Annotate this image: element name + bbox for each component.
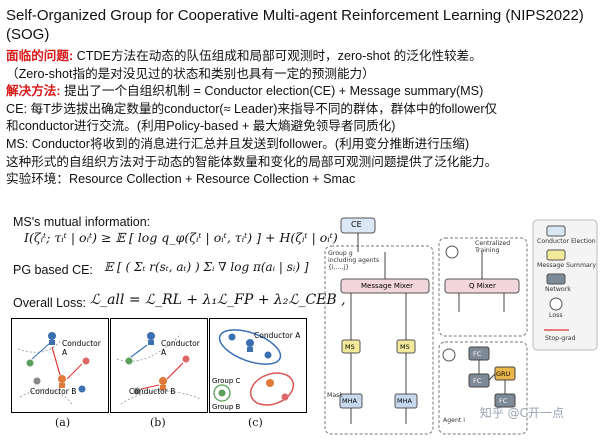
panel-b-caption: (b) xyxy=(150,416,166,429)
architecture-lines xyxy=(324,217,598,435)
ce-line: CE: 每T步选拔出确定数量的conductor(≈ Leader)来指导不同的… xyxy=(6,101,498,116)
ms-box-1: MS xyxy=(345,343,355,351)
ms-box-2: MS xyxy=(400,343,410,351)
ce-line-2: 和conductor进行交流。(利用Policy-based + 最大熵避免领导… xyxy=(6,119,396,134)
mi-label: MS's mutual information: xyxy=(13,215,151,229)
legend-stopgrad: Stop-grad xyxy=(545,335,576,342)
watermark: 知乎 @C开一点 xyxy=(479,406,564,420)
loss-label: Overall Loss: xyxy=(13,296,86,310)
fc-box-2: FC xyxy=(473,377,482,385)
mha-box-1: MHA xyxy=(342,397,357,405)
legend-ce: Conductor Election xyxy=(537,238,596,245)
mask-label: Mask xyxy=(327,392,343,399)
agent-label: Agent i xyxy=(443,417,466,424)
panel-c-illustration xyxy=(213,329,295,406)
pg-label: PG based CE: xyxy=(13,263,93,277)
summary-line: 这种形式的自组织方法对于动态的智能体数量和变化的局部可观测问题提供了泛化能力。 xyxy=(6,154,498,169)
solution-line: 解决方法: 提出了一个自组织机制 = Conductor election(CE… xyxy=(6,83,598,101)
fc-box-3: FC xyxy=(499,397,508,405)
panel-a-caption: (a) xyxy=(55,416,71,429)
panel-c-group-c: Group C xyxy=(212,377,241,385)
mha-box-2: MHA xyxy=(397,397,412,405)
message-mixer-box: Message Mixer xyxy=(361,282,414,290)
panel-c-group-b: Group B xyxy=(212,403,241,411)
pg-formula: 𝔼 [ ( Σₜ r(sₜ, aₜ) ) Σᵢ ∇ log π(aᵢ | sᵢ)… xyxy=(104,260,309,274)
group-label: Group g including agents {i,...,j} xyxy=(328,250,380,271)
legend-ms: Message Summary xyxy=(537,262,596,269)
panel-c-conductor-a: Conductor A xyxy=(254,331,301,340)
fc-box-1: FC xyxy=(473,350,482,358)
q-mixer-box: Q Mixer xyxy=(469,282,496,290)
legend-loss: Loss xyxy=(549,312,563,319)
env-line: 实验环境：Resource Collection + Resource Coll… xyxy=(6,172,356,187)
notes-block: 面临的问题: CTDE方法在动态的队伍组成和局部可观测时，zero-shot 的… xyxy=(6,48,598,189)
zero-shot-note: （Zero-shot指的是对没见过的状态和类别也具有一定的预测能力） xyxy=(6,66,375,81)
panel-a-conductor-a: Conductor A xyxy=(62,339,101,357)
solution-label: 解决方法: xyxy=(6,84,61,99)
problem-text: CTDE方法在动态的队伍组成和局部可观测时，zero-shot 的泛化性较差。 xyxy=(73,49,482,63)
gru-box: GRU xyxy=(496,370,511,378)
page-title: Self-Organized Group for Cooperative Mul… xyxy=(6,7,584,43)
problem-line: 面临的问题: CTDE方法在动态的队伍组成和局部可观测时，zero-shot 的… xyxy=(6,48,598,66)
panel-c: Conductor A Group C Group B xyxy=(209,318,307,413)
solution-text: 提出了一个自组织机制 = Conductor election(CE) + Me… xyxy=(60,84,484,99)
architecture-diagram: CE Group g including agents {i,...,j} Me… xyxy=(319,212,600,437)
panel-b: Conductor A Conductor B xyxy=(110,318,208,413)
panel-c-caption: (c) xyxy=(248,416,263,429)
panel-b-illustration xyxy=(116,332,202,405)
panel-a-conductor-b: Conductor B xyxy=(30,387,77,396)
problem-label: 面临的问题: xyxy=(6,49,74,63)
panel-a: Conductor A Conductor B xyxy=(11,318,109,413)
ms-line: MS: Conductor将收到的消息进行汇总并且发送到follower。(利用… xyxy=(6,136,470,151)
loss-formula: ℒ_all = ℒ_RL + λ₁ℒ_FP + λ₂ℒ_CEB , xyxy=(90,292,346,308)
centralized-training-label: Centralized Training xyxy=(475,240,511,254)
legend-network: Network xyxy=(545,286,571,293)
mi-formula: I(ζᵢᵗ; τᵢᵗ | oᵢᵗ) ≥ 𝔼 [ log q_φ(ζᵢᵗ | oᵢ… xyxy=(24,230,338,245)
panel-b-conductor-a: Conductor A xyxy=(161,339,200,357)
ce-box: CE xyxy=(351,220,362,229)
panel-a-illustration xyxy=(17,332,90,405)
panel-b-conductor-b: Conductor B xyxy=(129,387,176,396)
